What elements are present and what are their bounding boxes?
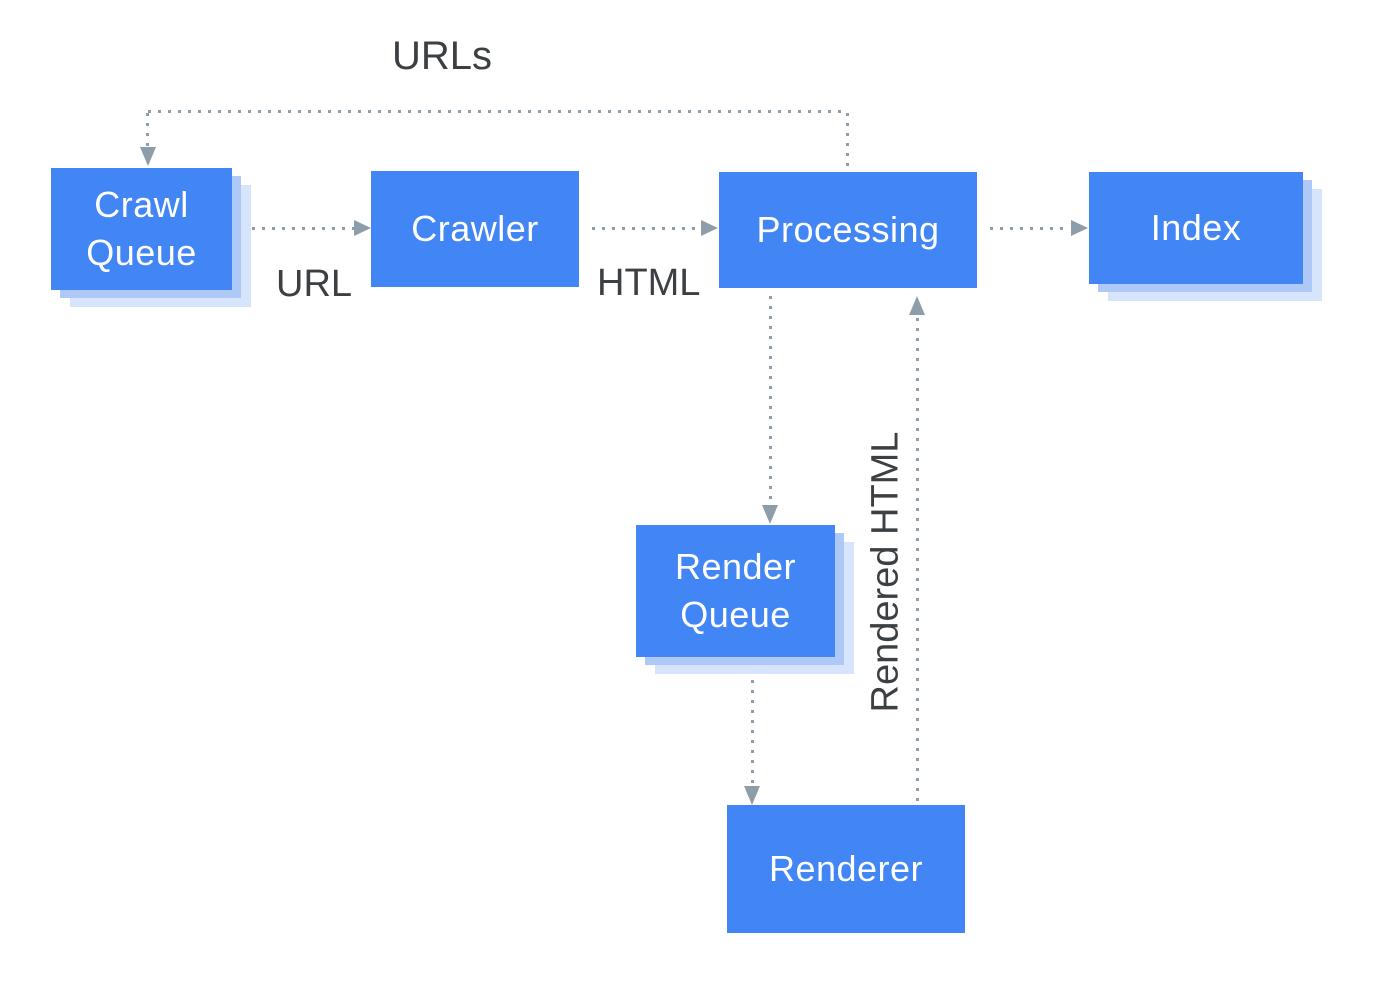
node-crawler: Crawler (371, 171, 579, 287)
edge-crawler-processing-line (592, 227, 700, 230)
edge-renderer-processing-line (916, 318, 919, 805)
arrowhead-right-into-processing (701, 220, 718, 236)
edge-processing-index-line (990, 227, 1070, 230)
node-index-label: Index (1150, 207, 1242, 249)
edge-label-url: URL (276, 263, 353, 305)
edge-renderqueue-renderer-line (751, 680, 754, 785)
arrowhead-right-into-crawler (354, 220, 371, 236)
arrowhead-up-into-processing (909, 296, 925, 315)
edge-label-rendered-html: Rendered HTML (864, 431, 907, 713)
arrowhead-down-into-crawl-queue (140, 147, 156, 166)
node-renderer-label: Renderer (768, 848, 924, 890)
node-crawler-label: Crawler (411, 208, 539, 250)
edge-crawlqueue-crawler-line (252, 227, 355, 230)
node-render-queue: Render Queue (636, 525, 835, 657)
arrowhead-down-into-renderer (744, 786, 760, 805)
node-processing-label: Processing (756, 209, 940, 251)
arrowhead-down-into-render-queue (762, 505, 778, 524)
edge-label-urls: URLs (392, 34, 493, 78)
node-processing: Processing (719, 172, 977, 288)
edge-label-html: HTML (597, 262, 701, 304)
edge-processing-crawlqueue-right-line (846, 113, 849, 172)
node-crawl-queue: Crawl Queue (51, 168, 232, 290)
node-index: Index (1089, 172, 1303, 284)
node-renderer: Renderer (727, 805, 965, 933)
arrowhead-right-into-index (1071, 220, 1088, 236)
edge-processing-crawlqueue-left-line (146, 113, 149, 146)
edge-processing-renderqueue-line (769, 296, 772, 504)
node-render-queue-label: Render Queue (674, 546, 797, 635)
edge-processing-crawlqueue-top-line (148, 110, 848, 113)
node-crawl-queue-label: Crawl Queue (86, 184, 197, 273)
